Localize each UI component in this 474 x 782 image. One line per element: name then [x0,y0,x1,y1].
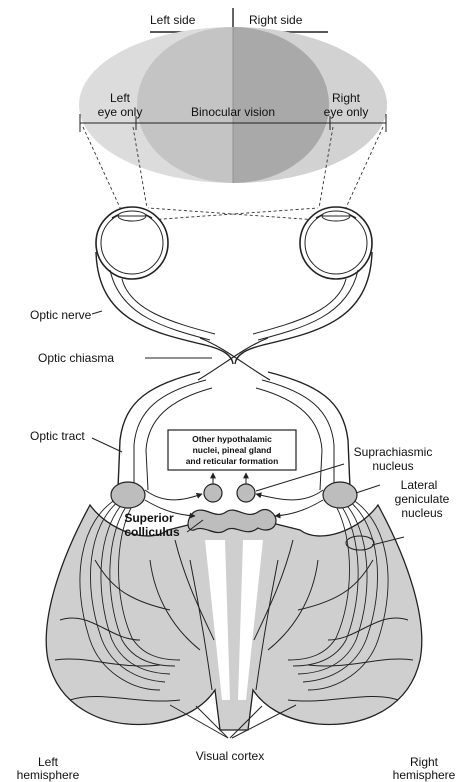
hypothalamic-label-3: and reticular formation [186,456,279,466]
optic-chiasma-label: Optic chiasma [38,351,114,365]
visual-field: Left eye only Binocular vision Right eye… [79,27,387,183]
hypothalamic-label-2: nuclei, pineal gland [193,445,272,455]
lgn-label-3: nucleus [401,506,442,520]
left-hemisphere-label-1: Left [38,755,59,769]
left-lateral-geniculate-nucleus [111,482,145,508]
left-small-nucleus [204,484,222,502]
left-eye-only-label-2: eye only [98,105,143,119]
optic-tract-label: Optic tract [30,429,85,443]
suprachiasmic-label-1: Suprachiasmic [354,445,433,459]
left-hemisphere-label-2: hemisphere [17,768,80,782]
lgn-label-2: geniculate [395,492,450,506]
left-eye-only-label-1: Left [110,91,131,105]
right-side-label: Right side [249,13,303,27]
binocular-vision-label: Binocular vision [191,105,275,119]
lgn-label-1: Lateral [401,478,438,492]
left-side-label: Left side [150,13,196,27]
right-hemisphere-label-2: hemisphere [393,768,456,782]
visual-cortex-label: Visual cortex [196,749,264,763]
superior-colliculus-label-2: colliculus [124,525,180,539]
optic-nerve-label: Optic nerve [30,308,92,322]
right-eye [300,207,372,279]
right-lateral-geniculate-nucleus [323,482,357,508]
superior-colliculus-label-1: Superior [124,511,174,525]
suprachiasmic-label-2: nucleus [372,459,413,473]
hypothalamic-label-1: Other hypothalamic [192,434,272,444]
brain [46,505,422,730]
right-hemisphere-label-1: Right [410,755,439,769]
left-eye [96,207,168,279]
right-eye-only-label-1: Right [332,91,361,105]
right-eye-only-label-2: eye only [324,105,369,119]
suprachiasmic-nucleus [237,484,255,502]
